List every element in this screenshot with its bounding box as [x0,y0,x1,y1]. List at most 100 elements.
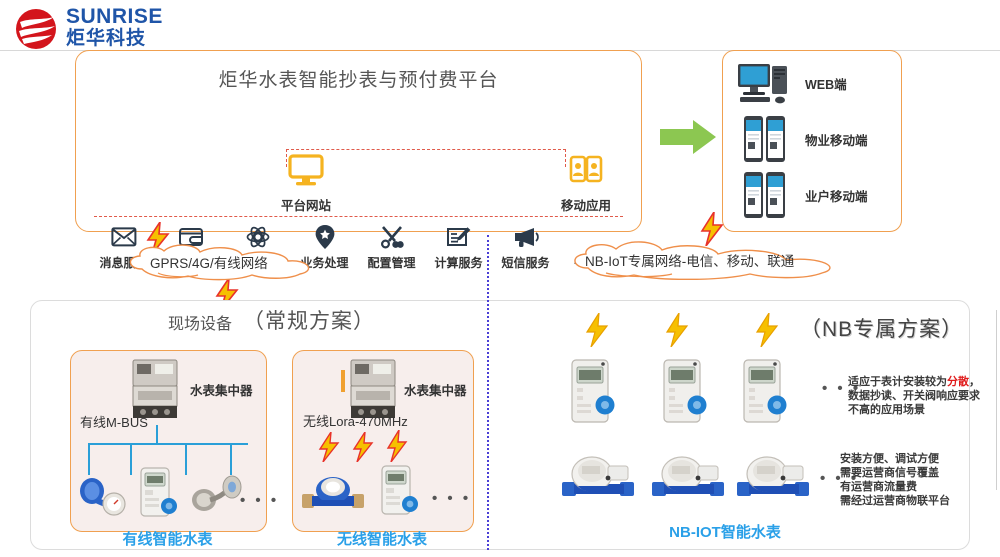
wireless-scheme-caption: 无线智能水表 [336,531,427,548]
logo-chinese-text: 炬华科技 [66,28,147,49]
bus-uplink-line [156,425,158,443]
two-phones-icon [733,113,799,165]
concentrator-device-icon [350,359,396,418]
network-label-nbiot: NB-IoT专属网络-电信、移动、联通 [585,254,795,269]
concentrator-device-icon [132,359,178,418]
cloud-icon [574,241,831,280]
field-devices-label: 现场设备 [168,316,233,333]
smart-water-meter-icon [381,465,418,515]
two-phones-icon [733,169,799,221]
network-label-gprs: GPRS/4G/有线网络 [150,256,268,271]
platform-title: 炬华水表智能抄表与预付费平台 [218,70,499,91]
nb-note-advantages: 安装方便、调试方便 需要运营商信号覆盖 有运营商流量费 需经过运营商物联平台 [840,452,990,508]
logo-english-text: SUNRISE [66,5,163,28]
mobile-apps-icon [569,155,603,183]
service-label: 计算服务 [434,256,483,270]
wallet-icon [157,223,224,251]
tools-icon [358,223,425,251]
nb-bottom-more-dots: • • • [820,470,860,487]
channel-mobile-app[interactable]: 移动应用 [541,154,631,214]
channel-label: 移动应用 [560,199,611,213]
antenna-icon [341,370,345,392]
nb-water-meter-icon [562,456,634,496]
lightning-bolt-icon [665,313,689,347]
clients-panel: WEB端 物业移动端 [722,50,902,232]
wireless-more-dots: • • • [432,490,472,507]
atom-icon [224,223,291,251]
channel-connector-left [286,149,287,167]
monitor-icon [288,154,324,186]
nb-smart-meter-icon [743,359,787,423]
note-line: 安装方便、调试方便 [840,453,939,465]
normal-scheme-label: （常规方案） [243,310,375,333]
wired-more-dots: • • • [240,492,280,509]
location-pin-icon [291,223,358,251]
services-divider [94,216,623,217]
nb-smart-meter-icon [663,359,707,423]
desktop-computer-icon [733,57,799,109]
water-meter-icon [302,477,364,508]
client-label: 物业移动端 [805,133,868,148]
note-line: 需要运营商信号覆盖 [840,467,939,479]
channel-platform-website[interactable]: 平台网站 [261,154,351,214]
sunrise-swoosh-icon [16,9,56,49]
service-item-sms[interactable]: 短信服务 [492,223,559,271]
green-right-arrow-icon [660,120,716,154]
service-label: 短信服务 [501,256,550,270]
channel-connector-right [565,149,566,167]
cloud-icon [129,244,310,281]
scheme-divider [487,235,489,550]
client-label: WEB端 [805,77,847,92]
lightning-bolt-icon [146,222,170,254]
service-label: 配置管理 [367,256,416,270]
lightning-bolt-icon [585,313,609,347]
company-logo: SUNRISE 炬华科技 [14,6,314,52]
service-label: 业务处理 [300,256,349,270]
lightning-bolt-icon [755,313,779,347]
client-item-property-mobile[interactable]: 物业移动端 [733,113,893,165]
envelope-icon [90,223,157,251]
wired-scheme-caption: 有线智能水表 [122,531,213,548]
note-highlight: 分散 [947,376,969,388]
megaphone-icon [492,223,559,251]
nb-water-meter-icon [737,456,809,496]
wireless-bus-label: 无线Lora-470MHz [303,414,408,429]
wired-concentrator-label: 水表集中器 [190,384,253,398]
nb-top-more-dots: • • • [822,380,862,397]
note-line: 需经过运营商物联平台 [840,495,950,507]
lightning-bolt-icon [318,432,340,462]
service-item-business[interactable]: 业务处理 [291,223,358,271]
note-suffix: ，数据抄读、开关阀响应要求不高的应用场景 [848,376,980,416]
lightning-bolt-icon [700,212,724,246]
wired-bus-label: 有线M-BUS [80,415,148,430]
lightning-bolt-icon [386,430,408,462]
nb-water-meter-icon [652,456,724,496]
document-pen-icon [425,223,492,251]
nb-smart-meter-icon [571,359,615,423]
bus-drop-line [230,443,232,475]
lightning-bolt-icon [215,278,239,310]
client-item-customer-mobile[interactable]: 业户移动端 [733,169,893,221]
wireless-concentrator-label: 水表集中器 [404,384,467,398]
nb-note-scattered: 适应于表计安装较为分散，数据抄读、开关阀响应要求不高的应用场景 [848,375,988,417]
bus-drop-line [88,443,90,475]
note-prefix: 适应于表计安装较为 [848,376,947,388]
note-line: 有运营商流量费 [840,481,917,493]
water-meter-icon [192,475,242,511]
client-label: 业户移动端 [805,189,868,204]
platform-panel: 炬华水表智能抄表与预付费平台 平台网站 移动应用 [75,50,642,270]
bus-drop-line [185,443,187,475]
nb-scheme-label: （NB专属方案） [800,318,964,341]
service-item-calculation[interactable]: 计算服务 [425,223,492,271]
client-item-web[interactable]: WEB端 [733,57,893,109]
nb-scheme-caption: NB-IOT智能水表 [669,524,781,541]
channel-connector-line [286,149,566,150]
slide-right-edge [996,310,997,490]
water-meter-icon [80,478,126,516]
bus-drop-line [130,443,132,475]
channel-label: 平台网站 [280,199,331,213]
smart-water-meter-icon [140,467,177,517]
lightning-bolt-icon [352,432,374,462]
service-item-config[interactable]: 配置管理 [358,223,425,271]
bus-trunk-line [88,443,248,445]
